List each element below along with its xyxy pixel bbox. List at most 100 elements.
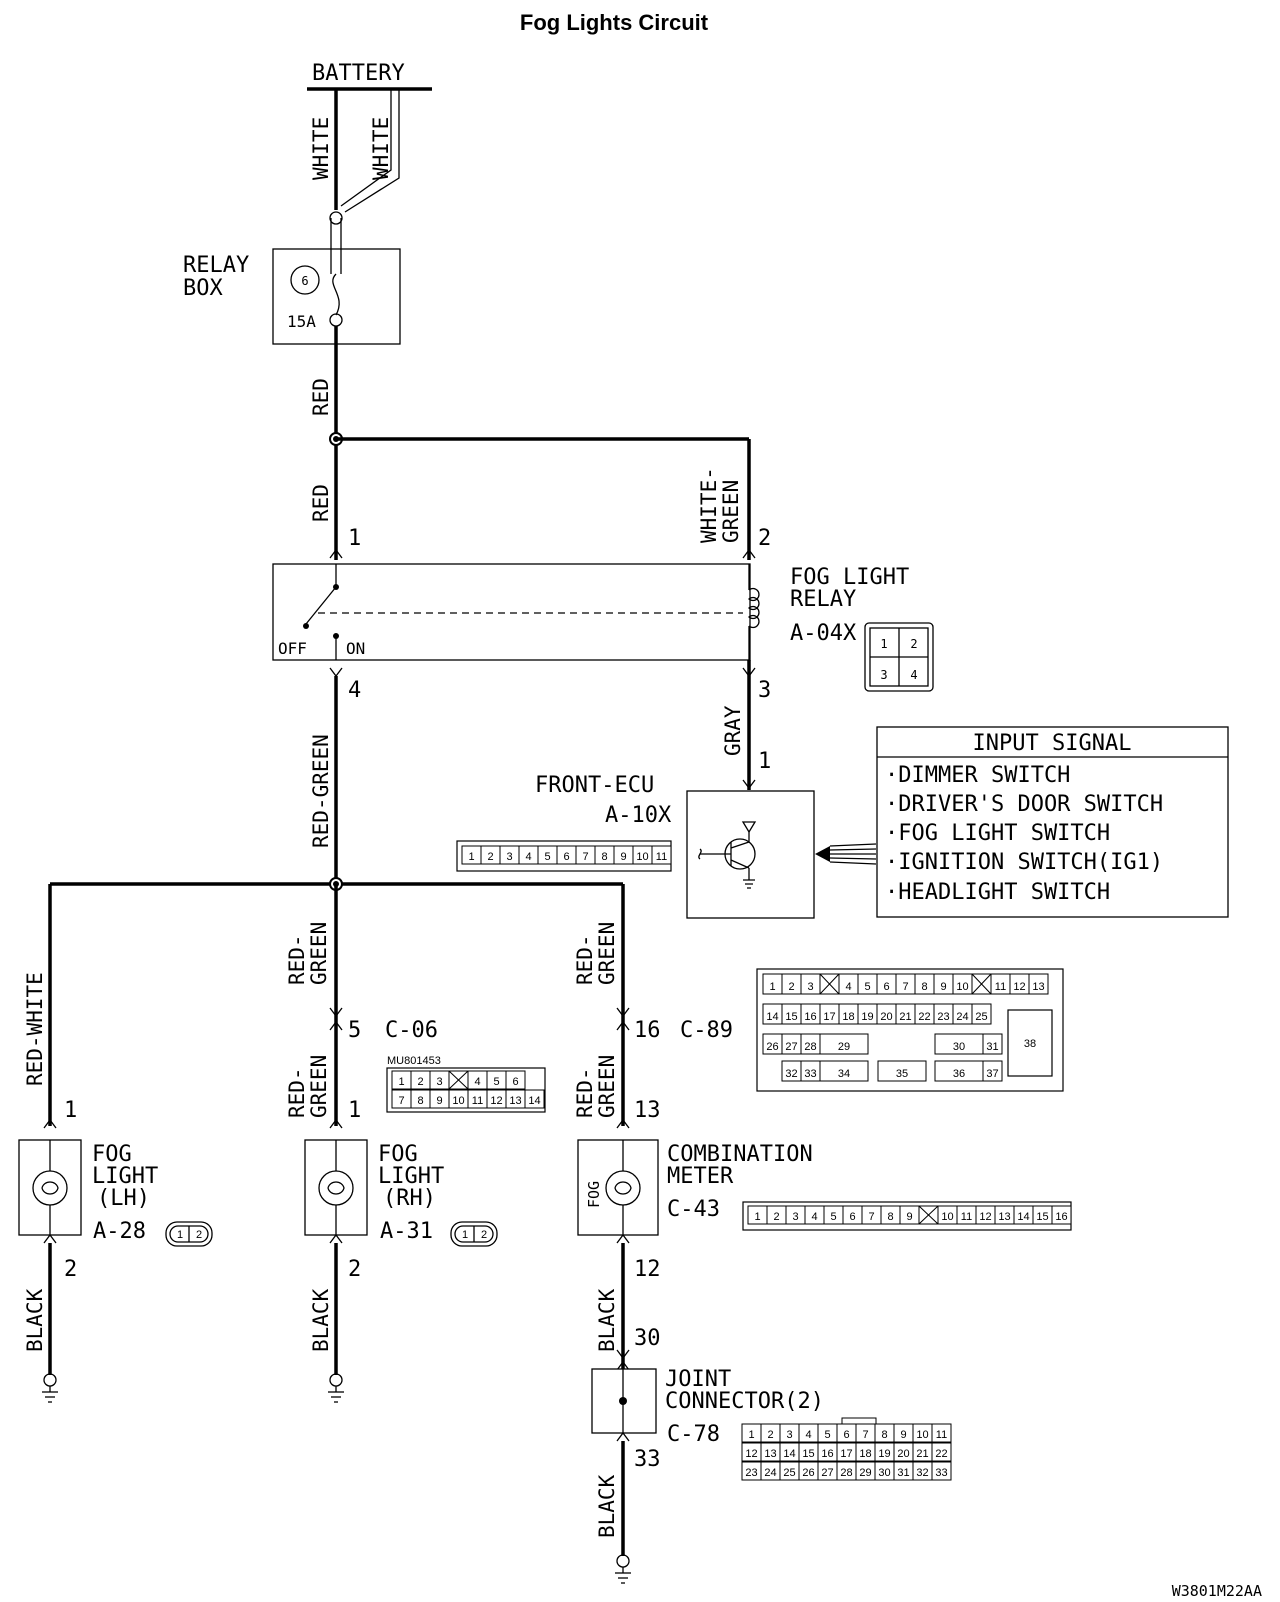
joint-cell xyxy=(931,1423,952,1443)
c89-pin: 24 xyxy=(956,1011,968,1023)
joint-connector-id: C-78 xyxy=(667,1422,720,1447)
ecu-connector-pin: 11 xyxy=(656,851,667,863)
meter-connector-pin: 14 xyxy=(1017,1211,1029,1223)
joint-pin: 8 xyxy=(881,1429,887,1441)
relay-conn-pin-1: 1 xyxy=(880,637,887,651)
c89-cell xyxy=(982,1033,1003,1055)
meter-pin-13: 13 xyxy=(634,1098,661,1123)
joint-pin: 16 xyxy=(821,1448,833,1460)
meter-connector-pin: 7 xyxy=(868,1211,874,1223)
relay-off-label: OFF xyxy=(278,639,307,658)
c06-pin: 5 xyxy=(493,1076,499,1088)
fog-rh-pin-1: 1 xyxy=(348,1098,361,1123)
joint-connector: JOINT CONNECTOR(2) C-78 xyxy=(591,1367,824,1447)
front-ecu: FRONT-ECU A-10X xyxy=(535,773,877,919)
ecu-pin-1: 1 xyxy=(758,749,771,774)
fog-lh-conn-pin-1: 1 xyxy=(177,1229,183,1241)
c89-pin: 32 xyxy=(785,1068,797,1080)
c89-pin: 4 xyxy=(845,981,851,993)
c89-cell xyxy=(819,1060,869,1082)
c06-pin: 11 xyxy=(472,1095,483,1107)
battery-label: BATTERY xyxy=(312,61,405,86)
joint-pin: 13 xyxy=(764,1448,776,1460)
c89-pin: 14 xyxy=(766,1011,778,1023)
ecu-connector-cell xyxy=(651,845,672,865)
c89-pin: 28 xyxy=(804,1041,816,1053)
fog-light-rh: FOG LIGHT (RH) A-31 1 2 xyxy=(304,1139,498,1247)
c06-pin: 12 xyxy=(490,1095,502,1107)
fog-lh-name-3: (LH) xyxy=(97,1186,150,1211)
meter-connector-pin: 16 xyxy=(1055,1211,1067,1223)
meter-name-1: COMBINATION xyxy=(667,1142,813,1167)
joint-pin: 2 xyxy=(767,1429,773,1441)
joint-pin: 26 xyxy=(802,1467,814,1479)
c89-pin: 30 xyxy=(953,1041,965,1053)
c89-pin: 20 xyxy=(880,1011,892,1023)
c89-pin: 9 xyxy=(940,981,946,993)
joint-pin: 31 xyxy=(897,1467,909,1479)
joint-pin: 9 xyxy=(900,1429,906,1441)
diagram-code: W3801M22AA xyxy=(1172,1582,1262,1600)
meter-fog-label: FOG xyxy=(585,1181,603,1208)
c89-pin: 38 xyxy=(1024,1038,1036,1050)
ecu-connector-pin: 9 xyxy=(620,851,626,863)
fuse-number: 6 xyxy=(301,274,308,288)
relay-conn-pin-4: 4 xyxy=(910,668,917,682)
ecu-connector-pin: 5 xyxy=(544,851,550,863)
relay-conn-pin-2: 2 xyxy=(910,637,917,651)
joint-pin: 11 xyxy=(936,1429,947,1441)
ecu-connector-pin: 3 xyxy=(506,851,512,863)
input-signal-box: INPUT SIGNAL ·DIMMER SWITCH ·DRIVER'S DO… xyxy=(876,726,1229,918)
wire-label-black-rh: BLACK xyxy=(309,1288,333,1352)
c89-cell xyxy=(877,1060,927,1082)
c06-pin: 4 xyxy=(474,1076,480,1088)
input-signal-item-fog: ·FOG LIGHT SWITCH xyxy=(885,821,1110,846)
c06-pin: 10 xyxy=(452,1095,464,1107)
c89-pin: 31 xyxy=(986,1041,998,1053)
joint-pin: 32 xyxy=(916,1467,928,1479)
ecu-connector-pin: 4 xyxy=(525,851,531,863)
fog-rh-name-2: LIGHT xyxy=(378,1164,444,1189)
wire-label-black-joint: BLACK xyxy=(595,1474,619,1538)
meter-connector-pin: 11 xyxy=(961,1211,972,1223)
meter-connector-pin: 13 xyxy=(998,1211,1010,1223)
ground-symbol-joint xyxy=(615,1554,631,1584)
c89-pin: 12 xyxy=(1013,981,1025,993)
meter-connector-pin: 6 xyxy=(849,1211,855,1223)
wire-label-red-green-c06a-2: GREEN xyxy=(307,922,331,985)
joint-cell xyxy=(931,1461,952,1481)
c06-pin: 8 xyxy=(417,1095,423,1107)
joint-pin: 18 xyxy=(859,1448,871,1460)
c06-pin: 2 xyxy=(417,1076,423,1088)
c89-pin: 33 xyxy=(804,1068,816,1080)
c89-pin: 23 xyxy=(937,1011,949,1023)
ecu-connector-pin: 1 xyxy=(468,851,474,863)
c89-cell xyxy=(971,1003,992,1025)
fog-lh-connector-id: A-28 xyxy=(93,1219,146,1244)
wire-label-white-2: WHITE xyxy=(369,117,393,180)
joint-pin: 20 xyxy=(897,1448,909,1460)
fog-rh-pin-2: 2 xyxy=(348,1257,361,1282)
c89-pin: 7 xyxy=(902,981,908,993)
meter-connector-pin: 9 xyxy=(906,1211,912,1223)
meter-connector-pin: 2 xyxy=(773,1211,779,1223)
meter-connector-pin: 4 xyxy=(811,1211,817,1223)
c06-pin: 3 xyxy=(436,1076,442,1088)
wire-label-white-green-1: WHITE- xyxy=(697,467,721,543)
meter-connector-pin: 3 xyxy=(792,1211,798,1223)
fog-lh-name-1: FOG xyxy=(92,1142,132,1167)
meter-connector-pin: 15 xyxy=(1036,1211,1048,1223)
relay-box: RELAY BOX 6 15A xyxy=(183,211,401,345)
wire-label-red-white: RED-WHITE xyxy=(23,972,47,1086)
relay-pin-3: 3 xyxy=(758,678,771,703)
relay-pin-4: 4 xyxy=(348,678,361,703)
relay-conn-pin-3: 3 xyxy=(880,668,887,682)
ground-symbol-lh xyxy=(42,1373,58,1403)
joint-cell xyxy=(931,1442,952,1462)
joint-name-1: JOINT xyxy=(665,1367,731,1392)
joint-pin: 19 xyxy=(878,1448,890,1460)
meter-connector-pin: 1 xyxy=(754,1211,760,1223)
